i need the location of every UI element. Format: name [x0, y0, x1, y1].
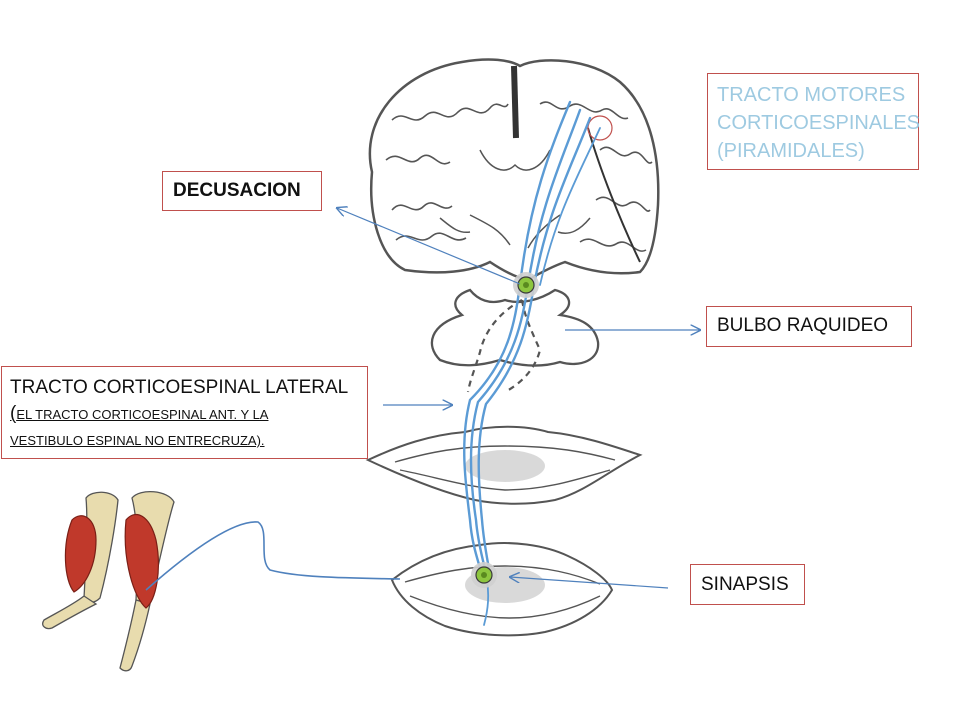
brain-illustration — [368, 58, 660, 282]
sinapsis-text: SINAPSIS — [701, 574, 789, 595]
label-tracto-motores: TRACTO MOTORES CORTICOESPINALES (PIRAMID… — [707, 73, 921, 170]
right-biceps — [124, 514, 159, 609]
decusacion-text: DECUSACION — [173, 180, 301, 201]
tracto-motores-line-3: (PIRAMIDALES) — [717, 140, 865, 162]
tracto-lateral-note-1: (EL TRACTO CORTICOESPINAL ANT. Y LA — [10, 401, 367, 428]
brain-outline — [368, 58, 660, 282]
brain-ventricles — [439, 149, 591, 249]
arrow-decusacion — [337, 208, 521, 285]
corticospinal-pathway — [463, 100, 601, 626]
spinal-upper-grey-matter — [465, 450, 545, 482]
synapse-marker — [471, 562, 497, 588]
pyramid-dashed-right — [504, 299, 542, 393]
label-decusacion: DECUSACION — [162, 171, 322, 211]
label-tracto-corticoespinal-lateral: TRACTO CORTICOESPINAL LATERAL (EL TRACTO… — [1, 366, 368, 459]
tracto-lateral-note-2: VESTIBULO ESPINAL NO ENTRECRUZA). — [10, 433, 265, 448]
pathway-fiber-2 — [469, 108, 582, 577]
spinal-cord-lower — [390, 542, 614, 637]
motor-nerve-line — [145, 521, 401, 591]
tracto-lateral-note-text-1: EL TRACTO CORTICOESPINAL ANT. Y LA — [16, 407, 269, 422]
tracto-motores-line-1: TRACTO MOTORES — [717, 84, 906, 106]
spinal-cord-upper — [365, 425, 643, 505]
label-sinapsis: SINAPSIS — [690, 564, 805, 605]
brain-gyri — [385, 101, 653, 252]
label-bulbo-raquideo: BULBO RAQUIDEO — [706, 306, 912, 347]
bulbo-raquideo-text: BULBO RAQUIDEO — [717, 315, 889, 336]
pyramid-dashed-left — [466, 299, 523, 393]
pathway-fiber-3 — [477, 116, 592, 577]
pathway-fiber-4 — [539, 127, 601, 286]
arm-muscle-illustration — [42, 491, 175, 672]
decussation-marker — [513, 272, 539, 298]
pathway-fiber-1 — [463, 100, 572, 577]
brain-fissure — [511, 65, 519, 139]
cortex-target-circle — [587, 115, 613, 141]
tracto-lateral-title: TRACTO CORTICOESPINAL LATERAL — [10, 377, 349, 398]
left-forearm — [42, 595, 98, 630]
callout-arrows — [337, 208, 700, 589]
arrow-sinapsis — [510, 577, 669, 589]
left-biceps — [64, 515, 97, 593]
tracto-motores-line-2: CORTICOESPINALES — [717, 112, 921, 134]
spinal-lower-inner — [404, 565, 601, 619]
spinal-upper-inner — [394, 445, 616, 491]
tracto-lateral-note-paren: ( — [10, 403, 17, 424]
right-forearm — [119, 599, 151, 672]
